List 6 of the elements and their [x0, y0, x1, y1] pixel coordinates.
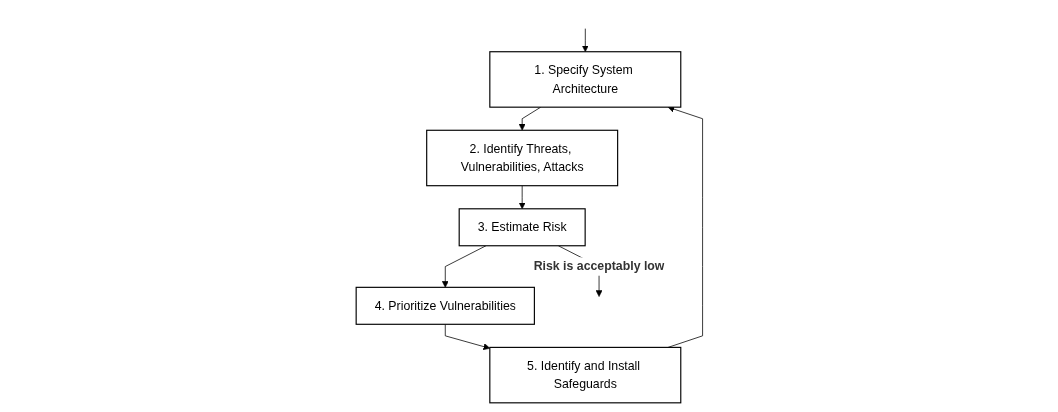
edge-label: Risk is acceptably low [533, 259, 665, 273]
node-box: 5. Identify and Install Safeguards [488, 346, 681, 403]
node-box: 4. Prioritize Vulnerabilities [355, 286, 535, 325]
node-box: 2. Identify Threats, Vulnerabilities, Attacks [425, 129, 618, 186]
node-box: 3. Estimate Risk [458, 207, 586, 246]
node-box: 1. Specify System Architecture [488, 50, 681, 108]
